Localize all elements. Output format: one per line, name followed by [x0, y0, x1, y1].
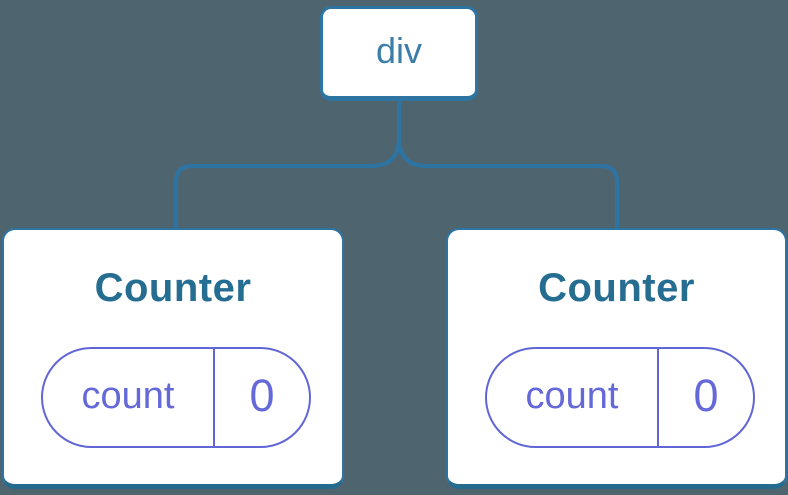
- state-value-cell: 0: [215, 349, 309, 446]
- state-value-label: 0: [693, 370, 719, 421]
- state-pill-divider: [657, 349, 659, 446]
- root-node-label: div: [375, 29, 423, 71]
- tree-node-counter-1: Counter count 0: [2, 228, 344, 489]
- state-pill-divider: [213, 349, 215, 446]
- component-title: Counter: [538, 266, 695, 310]
- state-key-label: count: [525, 374, 619, 417]
- connector-branch-left: [174, 98, 401, 230]
- state-key-label: count: [81, 374, 175, 417]
- state-pill: count 0: [41, 347, 311, 448]
- tree-node-div: div: [320, 6, 478, 101]
- tree-node-counter-2: Counter count 0: [446, 228, 787, 489]
- state-key-cell: count: [487, 349, 657, 446]
- state-key-cell: count: [43, 349, 213, 446]
- connector-branch-right: [397, 98, 619, 230]
- state-pill: count 0: [485, 347, 755, 448]
- state-value-label: 0: [249, 370, 275, 421]
- state-value-cell: 0: [659, 349, 753, 446]
- component-title: Counter: [94, 266, 252, 310]
